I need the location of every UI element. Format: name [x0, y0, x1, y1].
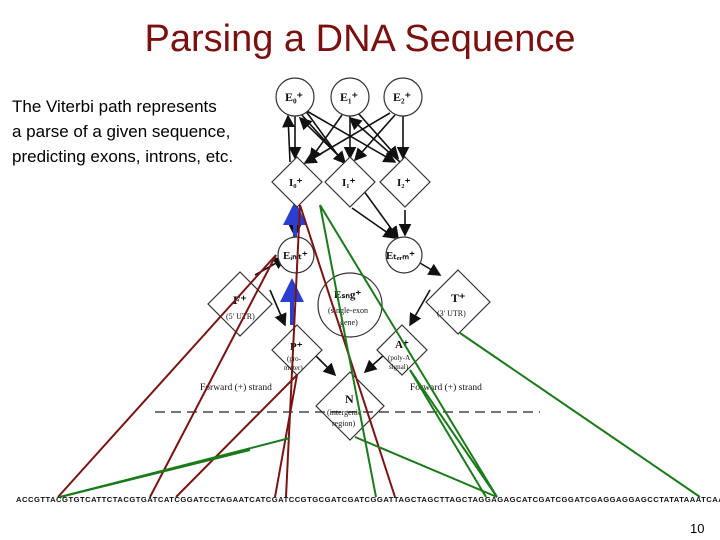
page-number: 10 — [690, 521, 705, 536]
state-N — [315, 371, 385, 441]
page-title: Parsing a DNA Sequence — [144, 18, 576, 60]
label-Esngl-sub1: (single-exon — [328, 306, 368, 315]
label-Esngl: Eₛₙg⁺ — [334, 289, 361, 301]
viterbi-path-green — [59, 204, 701, 498]
label-A: A⁺ — [395, 339, 409, 351]
viterbi-path-red — [57, 204, 396, 498]
label-Einit: Eᵢₙᵢₜ⁺ — [283, 250, 308, 262]
state-E2 — [383, 77, 423, 117]
transition-arrows — [254, 109, 442, 377]
label-A-sub2: signal) — [389, 363, 409, 371]
state-I2 — [379, 156, 431, 208]
label-T: T⁺ — [451, 291, 465, 305]
description-text: The Viterbi path represents a parse of a… — [12, 94, 282, 169]
label-P-sub1: (pro- — [287, 355, 302, 363]
label-N-sub1: (intergenic — [327, 408, 362, 417]
label-I2: I₂⁺ — [397, 177, 411, 189]
label-I0: I₀⁺ — [289, 177, 303, 189]
label-N: N — [345, 392, 354, 406]
label-E1: E₁⁺ — [340, 90, 358, 104]
label-A-sub1: (poly-A — [388, 354, 410, 362]
label-Eterm: Eₜₑᵣₘ⁺ — [386, 250, 415, 262]
state-F — [207, 271, 273, 337]
label-F-sub: (5' UTR) — [226, 312, 255, 321]
label-Esngl-sub2: gene) — [340, 318, 358, 327]
intron-states — [271, 156, 431, 208]
label-F: F⁺ — [233, 293, 247, 307]
description-line-3: predicting exons, introns, etc. — [12, 147, 234, 166]
dna-sequence: ACCGTTACGTGTCATTCTACGTGATCATCGGATCCTAGAA… — [16, 495, 720, 504]
viterbi-highlight-arrows — [280, 201, 307, 325]
state-Esngl — [317, 272, 383, 338]
state-T — [425, 269, 491, 335]
state-I0 — [271, 156, 323, 208]
label-P-sub2: moter) — [284, 364, 303, 372]
strand-label-right: Forward (+) strand — [410, 382, 482, 393]
label-T-sub: (3' UTR) — [437, 309, 466, 318]
state-Eterm — [385, 236, 423, 274]
description-line-1: The Viterbi path represents — [12, 97, 217, 116]
state-E1 — [330, 77, 370, 117]
exon-states — [275, 77, 423, 117]
label-E0: E₀⁺ — [285, 90, 303, 104]
label-P: P⁺ — [290, 341, 303, 353]
strand-label-left: Forward (+) strand — [200, 382, 272, 393]
label-I1: I₁⁺ — [342, 177, 356, 189]
label-E2: E₂⁺ — [393, 90, 411, 104]
description-line-2: a parse of a given sequence, — [12, 122, 231, 141]
state-E0 — [275, 77, 315, 117]
state-I1 — [324, 156, 376, 208]
label-N-sub2: region) — [332, 419, 355, 428]
